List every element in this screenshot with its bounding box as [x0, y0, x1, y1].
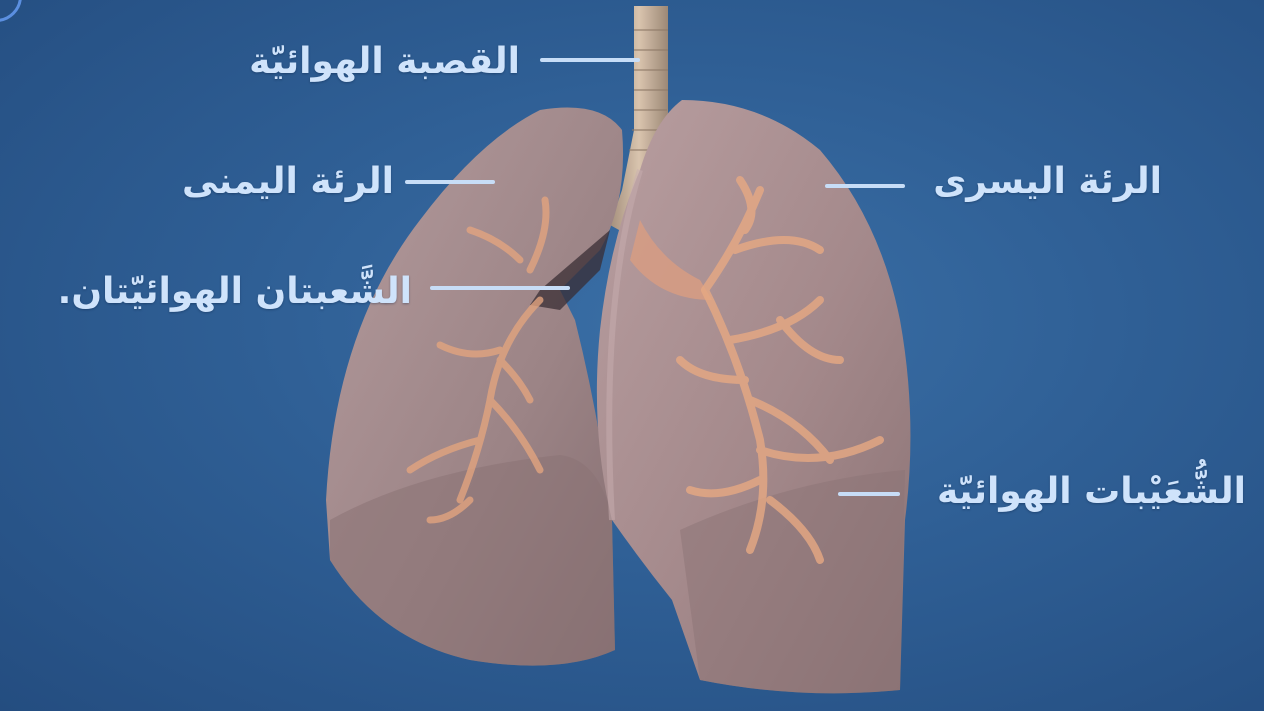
leader-right-lung [405, 180, 495, 184]
leader-bronchi [430, 286, 570, 290]
label-bronchioles: الشُّعَيْبات الهوائيّة [937, 470, 1246, 514]
leader-left-lung [825, 184, 905, 188]
label-bronchi: الشَّعبتان الهوائيّتان. [58, 270, 412, 314]
leader-trachea [540, 58, 640, 62]
label-right-lung: الرئة اليمنى [182, 160, 394, 204]
label-trachea: القصبة الهوائيّة [249, 40, 520, 84]
leader-bronchioles [838, 492, 900, 496]
label-left-lung: الرئة اليسرى [933, 160, 1162, 204]
